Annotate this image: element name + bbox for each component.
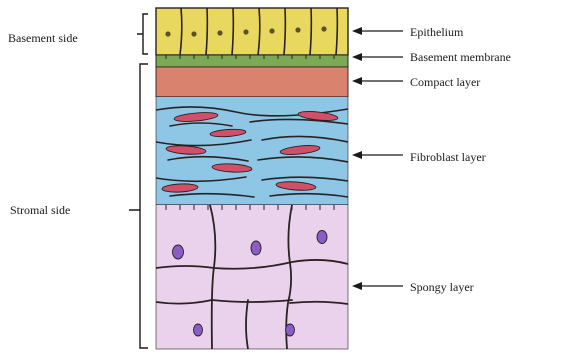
basement-membrane-label: Basement membrane (410, 50, 511, 64)
stromal-side-bracket (129, 64, 148, 348)
spongy-layer-label: Spongy layer (410, 280, 474, 294)
basement-membrane-layer (156, 55, 348, 67)
basement-side-label: Basement side (8, 31, 78, 45)
epithelium-label: Epithelium (410, 25, 463, 39)
compact-layer (156, 67, 348, 97)
label-arrows (352, 27, 403, 290)
spongy-layer (156, 205, 348, 349)
compact-layer-label: Compact layer (410, 75, 480, 89)
epithelium-layer (156, 8, 348, 55)
stromal-side-label: Stromal side (10, 203, 70, 217)
basement-side-bracket (137, 14, 148, 54)
fibroblast-layer (156, 97, 348, 205)
side-brackets (129, 14, 148, 348)
fibroblast-layer-label: Fibroblast layer (410, 150, 486, 164)
